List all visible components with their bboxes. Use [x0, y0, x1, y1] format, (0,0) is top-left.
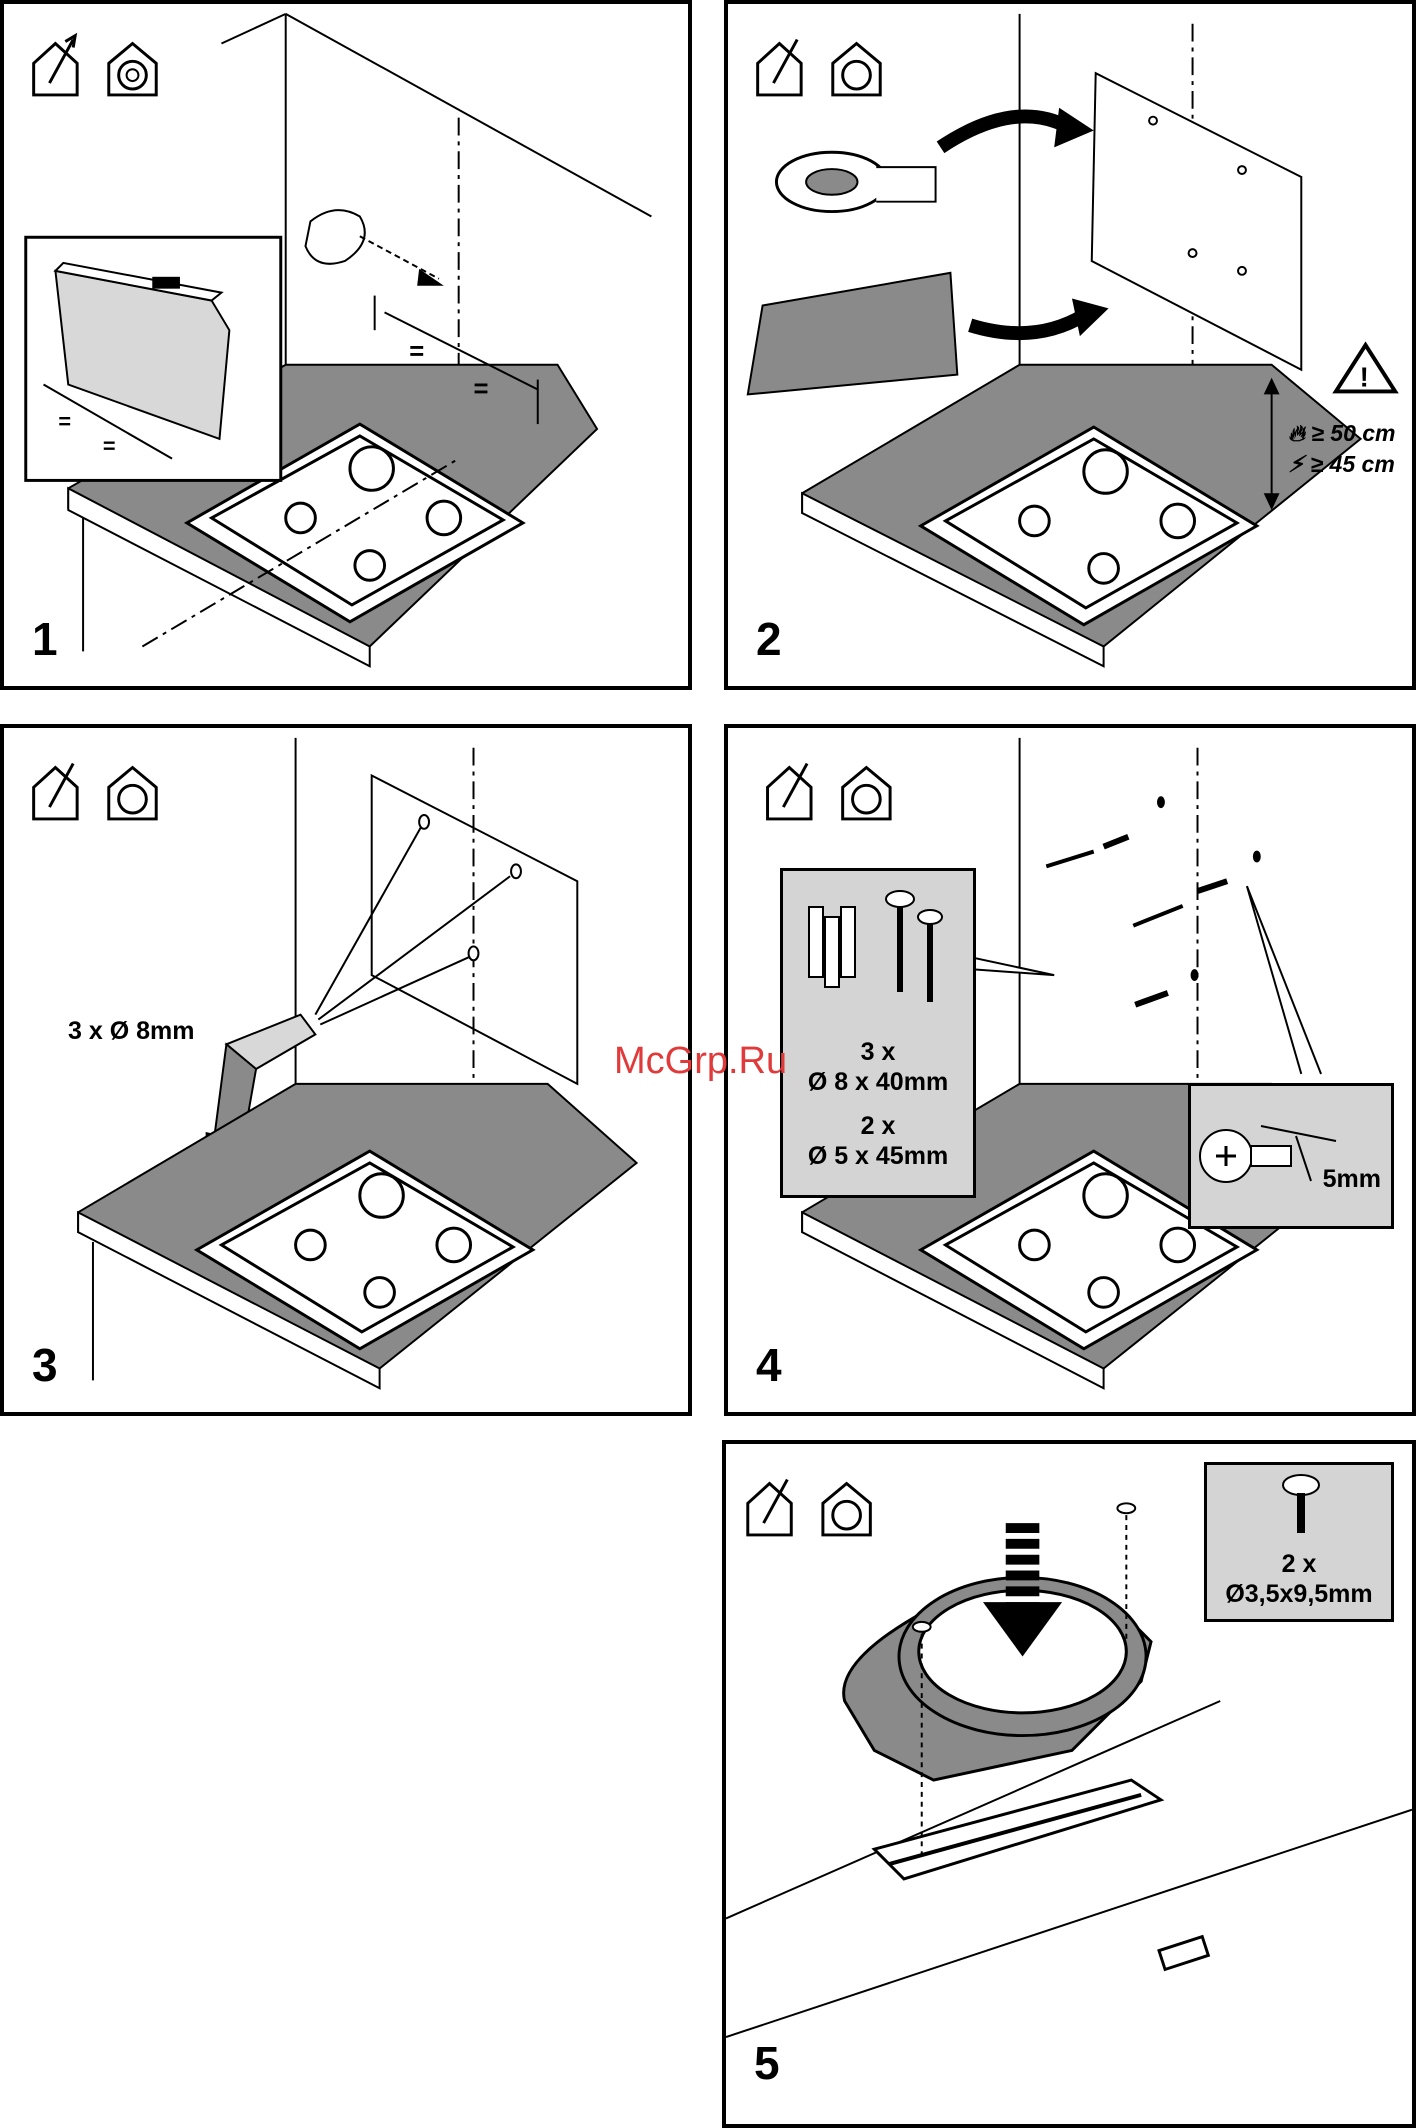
step-1-number: 1 — [32, 616, 58, 662]
recirculation-icon — [109, 768, 156, 819]
screws-qty: 2 x — [783, 1111, 973, 1141]
gas-clearance: 🔥︎ ≥ 50 cm — [1288, 418, 1396, 449]
step-3-number: 3 — [32, 1342, 58, 1388]
fixing-kit-box: 3 x Ø 8 x 40mm 2 x Ø 5 x 45mm — [780, 868, 976, 1198]
gas-clearance-value: ≥ 50 cm — [1311, 420, 1395, 446]
plugs-qty: 3 x — [783, 1037, 973, 1067]
recirculation-icon — [843, 768, 890, 819]
panel-step-2: ! 🔥︎ ≥ 50 cm ⚡︎ ≥ 45 cm 2 — [724, 0, 1416, 690]
svg-text:=: = — [474, 375, 489, 403]
ducted-exhaust-icon — [34, 764, 77, 819]
watermark: McGrp.Ru — [614, 1040, 787, 1083]
step-3-illustration — [4, 728, 688, 1412]
collar-screw-size: Ø3,5x9,5mm — [1207, 1579, 1391, 1609]
flame-icon: 🔥︎ — [1288, 420, 1305, 446]
recirculation-icon — [823, 1484, 870, 1535]
height-warning: 🔥︎ ≥ 50 cm ⚡︎ ≥ 45 cm — [1288, 418, 1396, 480]
screw-gap-label: 5mm — [1323, 1164, 1381, 1194]
svg-text:!: ! — [1360, 362, 1369, 393]
lightning-icon: ⚡︎ — [1288, 451, 1304, 477]
panel-step-3: 3 x Ø 8mm 3 — [0, 724, 692, 1416]
panel-step-4: 3 x Ø 8 x 40mm 2 x Ø 5 x 45mm 5mm 4 — [724, 724, 1416, 1416]
recirculation-icon — [833, 44, 880, 95]
step-4-number: 4 — [756, 1342, 782, 1388]
svg-text:=: = — [409, 338, 424, 366]
panel-step-5: 2 x Ø3,5x9,5mm 5 — [722, 1440, 1416, 2128]
collar-screw-qty: 2 x — [1207, 1549, 1391, 1579]
electric-clearance-value: ≥ 45 cm — [1311, 451, 1395, 477]
ducted-exhaust-icon — [758, 40, 801, 95]
wall-plug-and-screw-icon — [785, 877, 975, 1007]
panel-step-1: = = = = 1 — [0, 0, 692, 690]
recirculation-icon — [109, 44, 156, 95]
screw-gap-icon — [1191, 1086, 1391, 1226]
step-2-illustration: ! — [728, 4, 1412, 686]
plugs-size: Ø 8 x 40mm — [783, 1067, 973, 1097]
svg-text:=: = — [58, 409, 71, 434]
step-5-number: 5 — [754, 2040, 780, 2086]
collar-screw-box: 2 x Ø3,5x9,5mm — [1204, 1462, 1394, 1622]
step-1-illustration: = = = = — [4, 4, 688, 686]
svg-text:=: = — [103, 434, 116, 459]
drill-size-label: 3 x Ø 8mm — [68, 1016, 194, 1046]
screws-size: Ø 5 x 45mm — [783, 1141, 973, 1171]
screw-gap-box: 5mm — [1188, 1083, 1394, 1229]
self-tapping-screw-icon — [1271, 1471, 1331, 1541]
electric-clearance: ⚡︎ ≥ 45 cm — [1288, 449, 1396, 480]
ducted-exhaust-icon — [748, 1480, 791, 1535]
ducted-exhaust-icon — [34, 36, 77, 95]
ducted-exhaust-icon — [768, 764, 811, 819]
step-2-number: 2 — [756, 616, 782, 662]
